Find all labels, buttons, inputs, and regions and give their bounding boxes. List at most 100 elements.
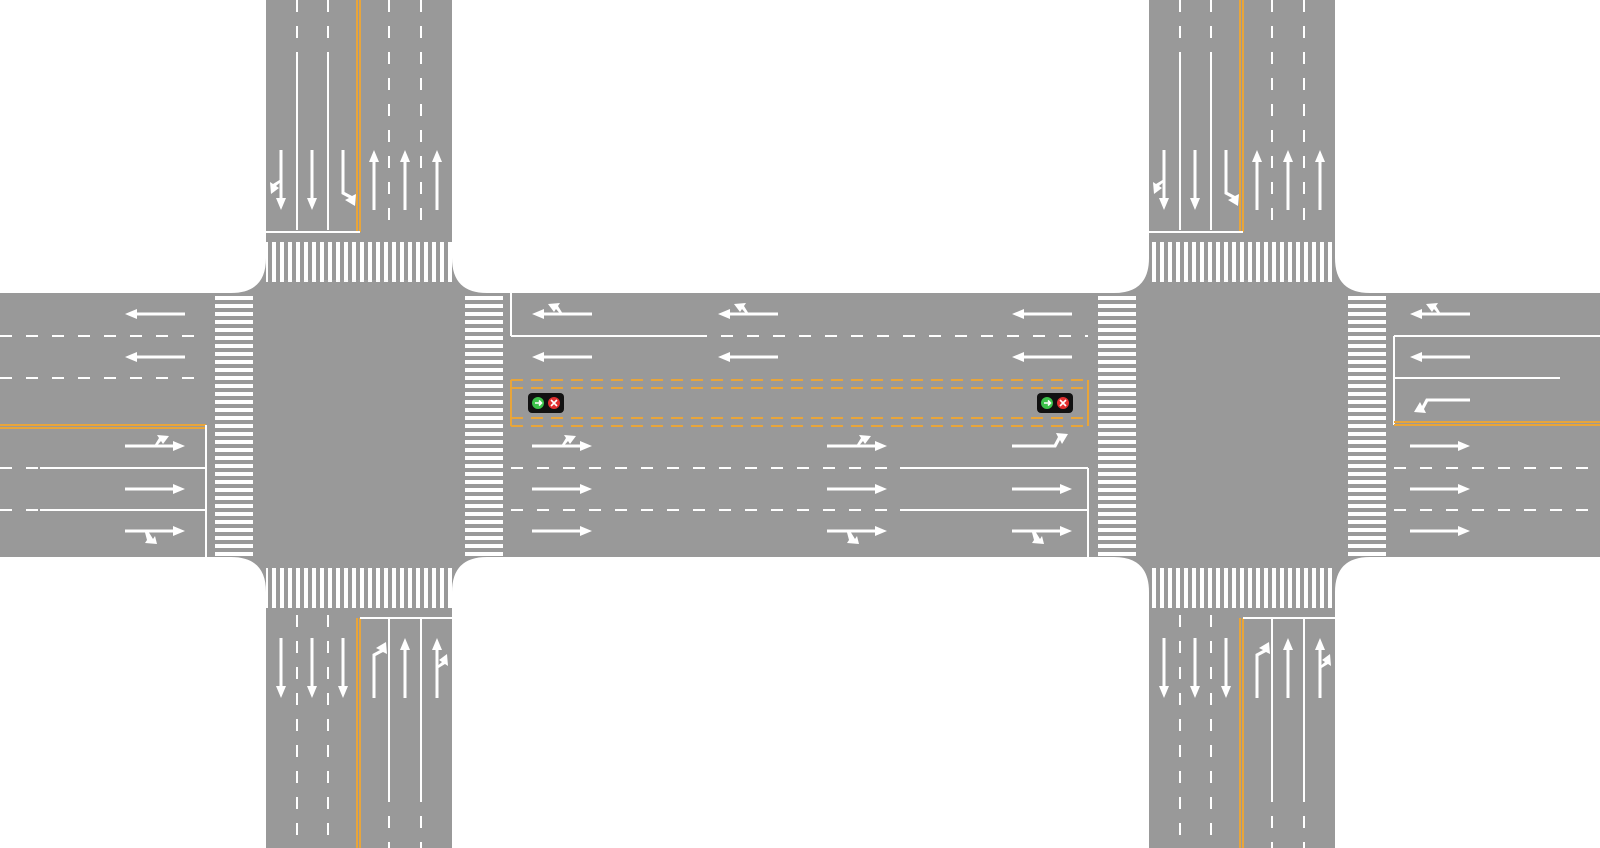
lane-arrow xyxy=(125,484,185,494)
straight-arrow-icon xyxy=(1012,352,1072,362)
straight-arrow-icon xyxy=(1410,441,1470,451)
rightTurn-arrow-icon xyxy=(1255,642,1270,698)
straight-arrow-icon xyxy=(1410,526,1470,536)
corner-fillet xyxy=(231,258,266,293)
straight-arrow-icon xyxy=(1190,150,1200,210)
lane-arrow xyxy=(1283,150,1293,210)
lane-arrow xyxy=(1315,150,1325,210)
lane-arrow xyxy=(1159,638,1169,698)
crosswalks-layer xyxy=(215,242,1386,608)
uturnStraight-arrow-icon xyxy=(125,526,185,544)
straight-arrow-icon xyxy=(1012,309,1072,319)
lane-arrow xyxy=(369,150,379,210)
straight-arrow-icon xyxy=(827,484,887,494)
straightRight-arrow-icon xyxy=(1410,303,1470,319)
corner-fillet xyxy=(1114,557,1149,592)
straight-arrow-icon xyxy=(532,526,592,536)
lane-arrow xyxy=(1221,638,1231,698)
red-x-glyph-icon xyxy=(550,399,558,407)
straightLeft-arrow-icon xyxy=(827,435,887,451)
lane-arrow xyxy=(1012,526,1072,544)
crosswalk-east xyxy=(465,293,503,557)
straight-arrow-icon xyxy=(307,638,317,698)
crosswalk-north xyxy=(1149,242,1335,282)
straight-arrow-icon xyxy=(532,484,592,494)
lane-arrow xyxy=(532,526,592,536)
lane-arrow xyxy=(270,150,286,210)
lane-arrow xyxy=(1153,150,1169,210)
signals-layer xyxy=(528,393,1073,413)
straightRight-arrow-icon xyxy=(270,150,286,210)
straight-arrow-icon xyxy=(718,352,778,362)
lane-arrow xyxy=(718,303,778,319)
uturnStraight-arrow-icon xyxy=(827,526,887,544)
lane-arrow xyxy=(432,638,448,698)
straight-arrow-icon xyxy=(1252,150,1262,210)
straight-arrow-icon xyxy=(1283,150,1293,210)
corner-fillet xyxy=(452,557,487,592)
corner-fillet xyxy=(1114,258,1149,293)
straight-arrow-icon xyxy=(307,150,317,210)
lane-arrow xyxy=(1012,433,1068,448)
green-arrow-glyph-icon xyxy=(535,399,543,407)
straight-arrow-icon xyxy=(125,309,185,319)
straight-arrow-icon xyxy=(276,638,286,698)
lane-arrow xyxy=(307,638,317,698)
lane-arrow xyxy=(400,150,410,210)
straight-arrow-icon xyxy=(1221,638,1231,698)
lane-arrow xyxy=(532,435,592,451)
lane-arrow xyxy=(400,638,410,698)
straightRight-arrow-icon xyxy=(1315,638,1331,698)
crosswalk-west xyxy=(1098,293,1136,557)
straight-arrow-icon xyxy=(125,352,185,362)
straight-arrow-icon xyxy=(1190,638,1200,698)
lane-arrow xyxy=(125,309,185,319)
leftTurn-arrow-icon xyxy=(341,150,356,206)
lane-arrow xyxy=(532,303,592,319)
lane-arrow xyxy=(1190,638,1200,698)
lane-arrow xyxy=(1252,150,1262,210)
straight-arrow-icon xyxy=(532,352,592,362)
east-lane-signal xyxy=(1037,393,1073,413)
lane-arrow xyxy=(125,435,185,451)
lane-arrow xyxy=(372,642,387,698)
leftTurn-arrow-icon xyxy=(1414,398,1470,413)
green-arrow-glyph-icon xyxy=(1044,399,1052,407)
lane-arrow xyxy=(1190,150,1200,210)
lane-arrow xyxy=(1414,398,1470,413)
lane-arrow xyxy=(276,638,286,698)
straight-arrow-icon xyxy=(1315,150,1325,210)
straightRight-arrow-icon xyxy=(532,303,592,319)
lane-arrow xyxy=(1410,303,1470,319)
crosswalk-east xyxy=(1348,293,1386,557)
lane-arrow xyxy=(341,150,356,206)
corner-fillet xyxy=(231,557,266,592)
straight-arrow-icon xyxy=(1283,638,1293,698)
lane-arrow xyxy=(307,150,317,210)
straight-arrow-icon xyxy=(369,150,379,210)
corner-fillet xyxy=(1335,258,1370,293)
crosswalk-west xyxy=(215,293,253,557)
crosswalk-south xyxy=(266,568,452,608)
lane-arrow xyxy=(125,526,185,544)
straight-arrow-icon xyxy=(400,638,410,698)
straight-arrow-icon xyxy=(1410,352,1470,362)
lane-arrow xyxy=(1012,484,1072,494)
lane-arrow xyxy=(1410,441,1470,451)
lane-arrow xyxy=(827,484,887,494)
lane-arrow xyxy=(1410,352,1470,362)
corner-fillet xyxy=(452,258,487,293)
lane-arrow xyxy=(432,150,442,210)
corner-fillet xyxy=(1335,557,1370,592)
red-x-glyph-icon xyxy=(1059,399,1067,407)
lane-arrow xyxy=(125,352,185,362)
lane-arrow xyxy=(1255,642,1270,698)
crosswalk-south xyxy=(1149,568,1335,608)
lane-arrow xyxy=(1410,484,1470,494)
lane-arrow xyxy=(718,352,778,362)
lane-arrow xyxy=(1315,638,1331,698)
straightRight-arrow-icon xyxy=(432,638,448,698)
crosswalk-north xyxy=(266,242,452,282)
